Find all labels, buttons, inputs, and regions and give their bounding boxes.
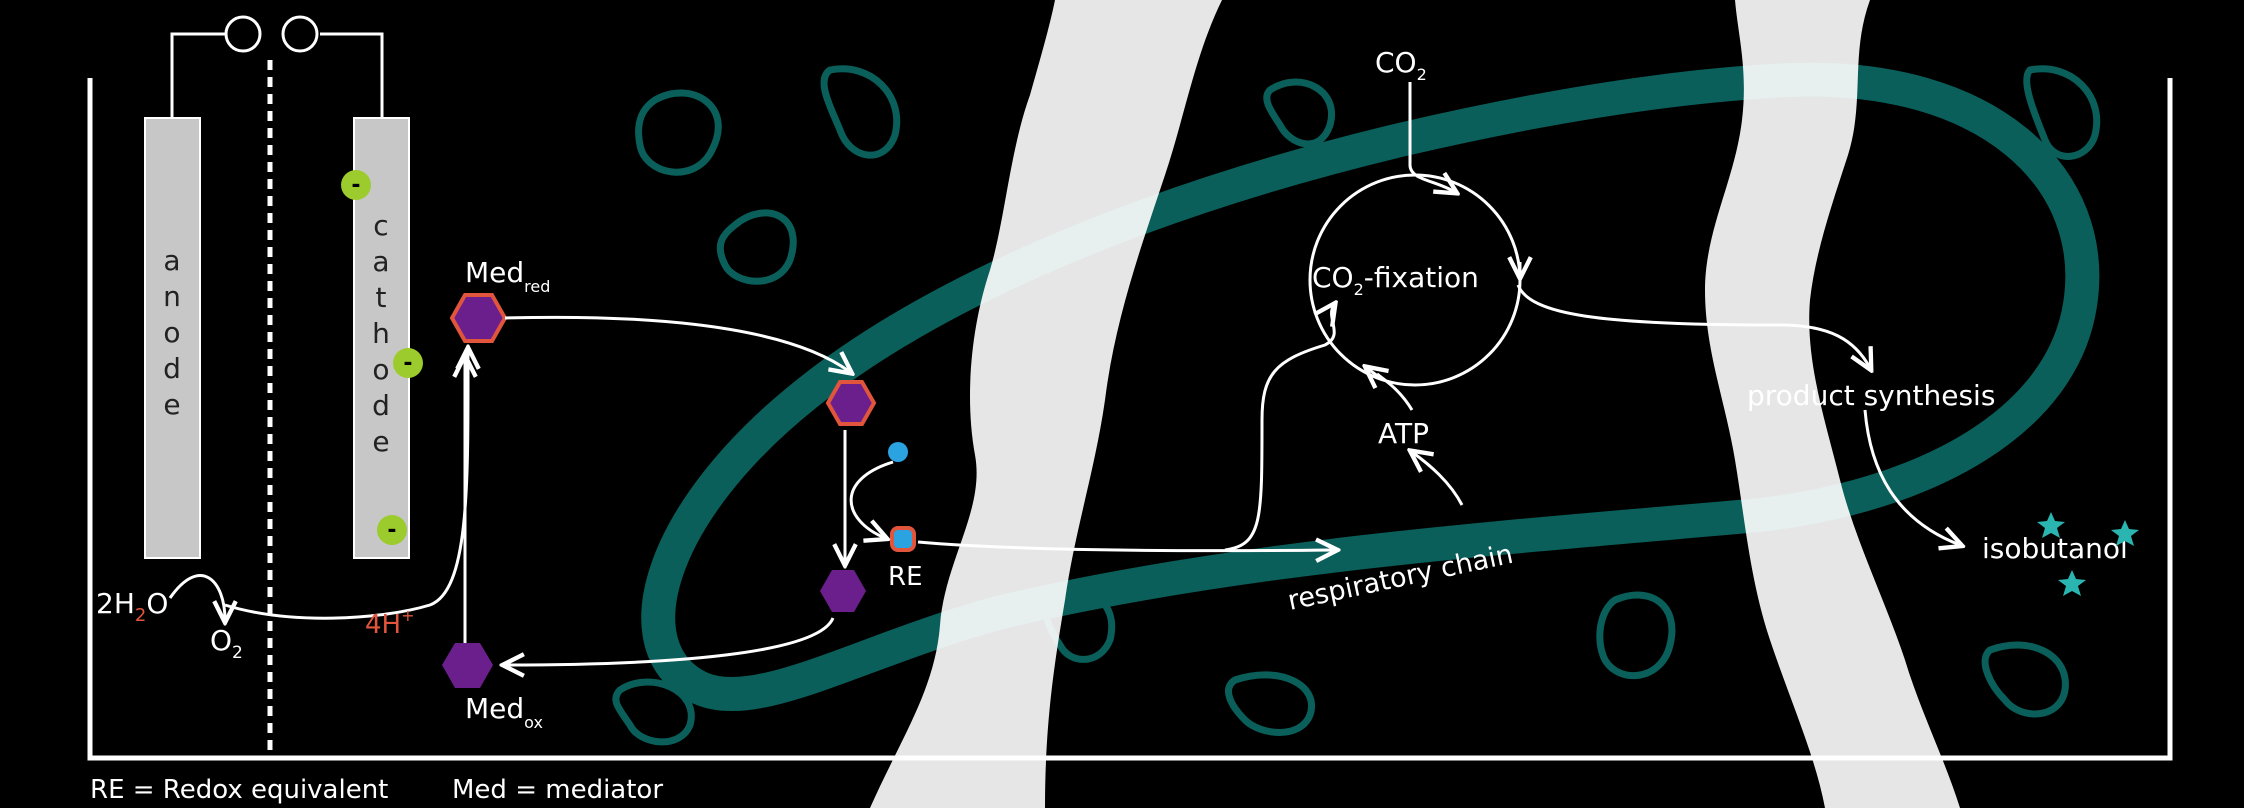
cathode-letter: c (373, 209, 388, 242)
anode-letter: e (163, 388, 180, 421)
bacterium-7 (612, 678, 695, 746)
star-icon (2111, 520, 2139, 546)
bacterium-2 (820, 65, 901, 159)
med-red-label: Medred (465, 256, 550, 296)
cathode-letter: e (372, 425, 389, 458)
mediator-oxidized (442, 643, 493, 688)
mediator-arrows (505, 305, 1335, 665)
svg-text:-: - (387, 518, 396, 543)
electron: - (341, 170, 371, 200)
mediator-reduced (449, 293, 508, 343)
bacterium-3 (716, 209, 797, 285)
bacterium-10 (1981, 641, 2069, 718)
legend-mediator: Med = mediator (452, 775, 663, 805)
star-icon (2037, 512, 2065, 538)
co2-fixation-cycle (1308, 82, 1960, 545)
cathode-letter: a (372, 245, 389, 278)
water-label: 2H2O (96, 587, 168, 626)
light-band-1 (870, 0, 1222, 808)
bacterium-5 (2023, 65, 2101, 160)
re-label: RE (888, 562, 923, 592)
anode-letter: a (163, 244, 180, 277)
bacterium-4 (1263, 78, 1336, 148)
star-icon (2058, 570, 2086, 596)
terminal-left (224, 15, 262, 53)
electron: - (377, 515, 407, 545)
isobutanol-label: isobutanol (1982, 532, 2128, 565)
electron: - (393, 348, 423, 378)
oxygen-label: O2 (210, 624, 243, 663)
legend-redox-equivalent: RE = Redox equivalent (90, 775, 388, 805)
svg-text:-: - (351, 173, 360, 198)
bacterium-8 (1225, 671, 1315, 736)
anode-letter: n (163, 280, 181, 313)
med-ox-label: Medox (465, 692, 543, 732)
terminal-right (281, 15, 319, 53)
co2-fixation-label: CO2-fixation (1312, 261, 1479, 299)
anode-electrode (144, 117, 201, 559)
mediator-in-cell-oxidized (820, 570, 866, 612)
bacterium-1 (635, 89, 722, 176)
reactor-vessel (87, 78, 2173, 761)
circuit-wire (170, 15, 384, 118)
cathode-letter: t (376, 281, 387, 314)
atp-label: ATP (1378, 417, 1429, 450)
cell-membrane (641, 62, 2100, 712)
proton-label: 4H+ (365, 606, 415, 640)
anode-letter: d (163, 352, 181, 385)
cathode-letter: o (372, 353, 389, 386)
light-bands (870, 0, 1960, 808)
cathode-letter: h (372, 317, 390, 350)
light-band-2 (1705, 0, 1960, 808)
isobutanol-molecules (2037, 512, 2139, 596)
anode-reaction-arrows (168, 350, 468, 650)
cathode-letter: d (372, 389, 390, 422)
redox-equivalent (890, 526, 916, 552)
electron-carrier-dot (888, 442, 908, 462)
bacterium-9 (1596, 591, 1676, 679)
anode-letter: o (163, 316, 180, 349)
mediator-in-cell-reduced (825, 380, 877, 426)
co2-label: CO2 (1375, 46, 1427, 84)
svg-text:-: - (403, 351, 412, 376)
background-bacteria (612, 65, 2101, 746)
